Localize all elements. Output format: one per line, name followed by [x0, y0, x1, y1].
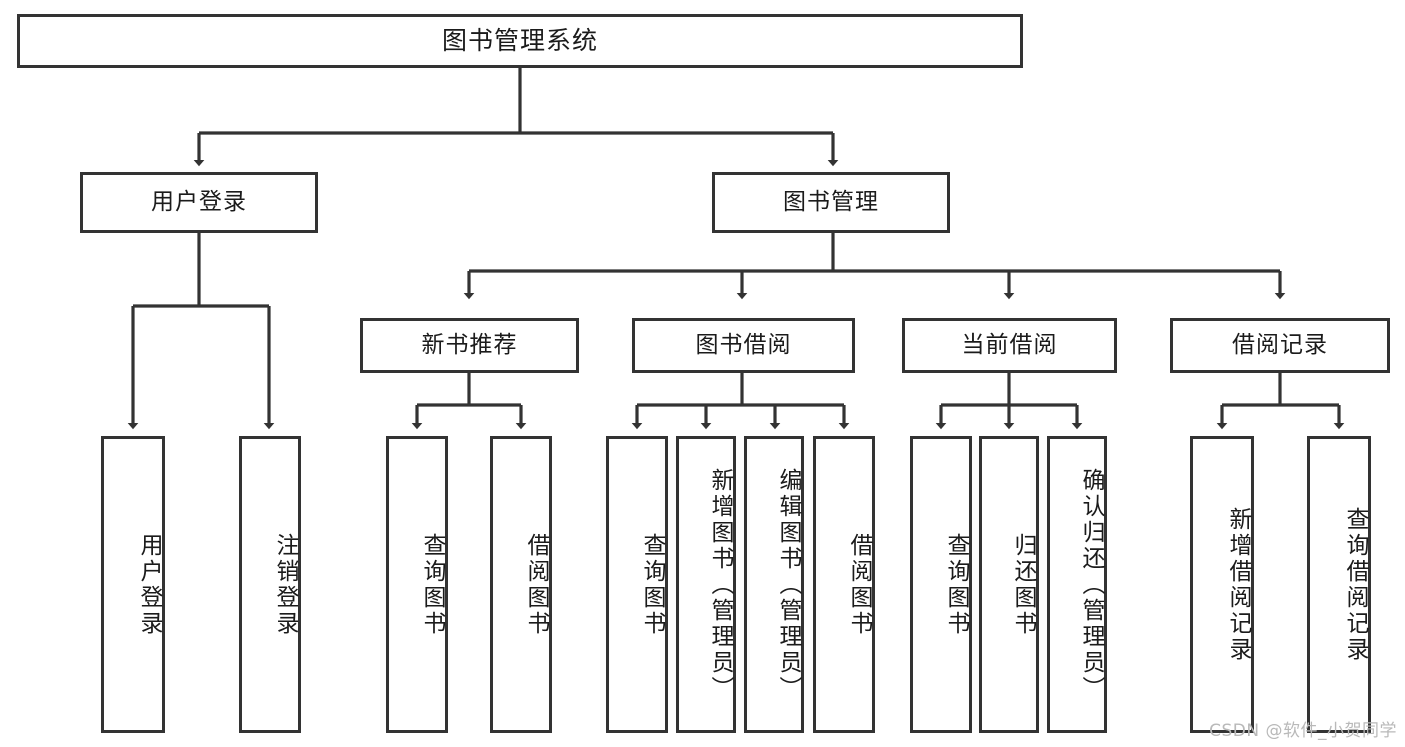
node-label: 确认归还（管理员） — [1078, 467, 1104, 702]
node-label: 用户登录 — [151, 188, 247, 215]
node-label: 查询图书 — [943, 532, 969, 637]
node-leaf-borrow-book[interactable]: 借阅图书 — [813, 436, 875, 733]
node-leaf-add-borrow-record[interactable]: 新增借阅记录 — [1190, 436, 1254, 733]
node-label: 注销登录 — [272, 532, 298, 637]
node-current-borrow[interactable]: 当前借阅 — [902, 318, 1117, 373]
node-leaf-query-book-current[interactable]: 查询图书 — [910, 436, 972, 733]
node-leaf-borrow-book-recommend[interactable]: 借阅图书 — [490, 436, 552, 733]
node-label: 图书借阅 — [695, 331, 792, 358]
node-label: 查询借阅记录 — [1342, 506, 1368, 663]
node-label: 归还图书 — [1010, 532, 1036, 637]
node-leaf-user-logout[interactable]: 注销登录 — [239, 436, 301, 733]
node-label: 查询图书 — [639, 532, 665, 637]
node-leaf-query-book-recommend[interactable]: 查询图书 — [386, 436, 448, 733]
node-label: 借阅图书 — [846, 532, 872, 637]
csdn-watermark: CSDN @软件_小贺同学 — [1209, 721, 1397, 741]
node-label: 用户登录 — [136, 532, 162, 637]
node-label: 新增借阅记录 — [1225, 506, 1251, 663]
node-leaf-query-book-borrow[interactable]: 查询图书 — [606, 436, 668, 733]
node-label: 当前借阅 — [961, 331, 1058, 358]
node-new-book-recommend[interactable]: 新书推荐 — [360, 318, 579, 373]
node-label: 查询图书 — [419, 532, 445, 637]
node-book-management[interactable]: 图书管理 — [712, 172, 950, 233]
node-book-borrow[interactable]: 图书借阅 — [632, 318, 855, 373]
node-label: 图书管理 — [783, 188, 879, 215]
node-label: 图书管理系统 — [441, 26, 598, 56]
node-leaf-query-borrow-record[interactable]: 查询借阅记录 — [1307, 436, 1371, 733]
node-label: 新书推荐 — [421, 331, 518, 358]
node-leaf-user-login[interactable]: 用户登录 — [101, 436, 165, 733]
node-leaf-edit-book-admin[interactable]: 编辑图书（管理员） — [744, 436, 804, 733]
node-user-login[interactable]: 用户登录 — [80, 172, 318, 233]
node-label: 借阅记录 — [1232, 331, 1328, 358]
node-leaf-return-book[interactable]: 归还图书 — [979, 436, 1039, 733]
node-leaf-confirm-return-admin[interactable]: 确认归还（管理员） — [1047, 436, 1107, 733]
node-label: 编辑图书（管理员） — [775, 467, 801, 702]
node-label: 新增图书（管理员） — [707, 467, 733, 702]
node-label: 借阅图书 — [523, 532, 549, 637]
node-leaf-add-book-admin[interactable]: 新增图书（管理员） — [676, 436, 736, 733]
node-root-library-system[interactable]: 图书管理系统 — [17, 14, 1023, 68]
node-borrow-record[interactable]: 借阅记录 — [1170, 318, 1390, 373]
